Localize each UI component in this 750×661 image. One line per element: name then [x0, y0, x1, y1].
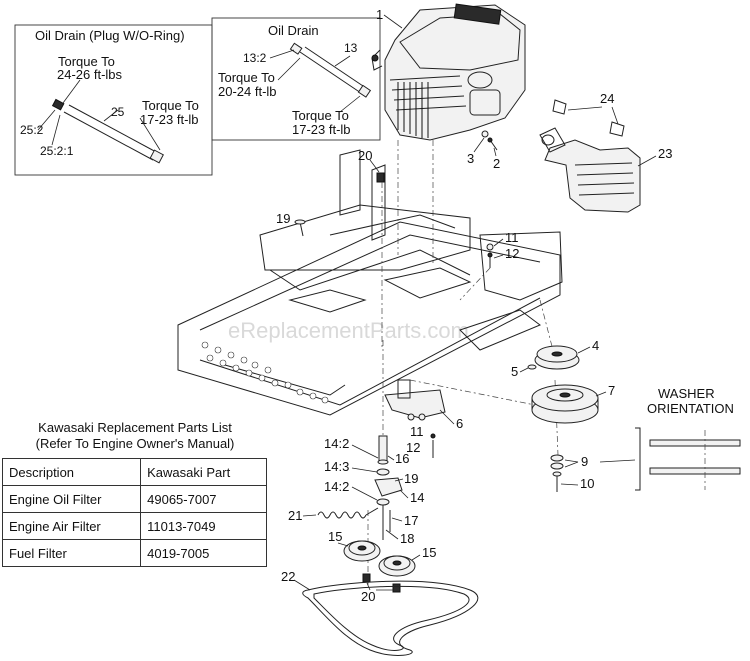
pulley-4-part [534, 345, 580, 370]
parts-list-title-line1: Kawasaki Replacement Parts List [38, 420, 232, 435]
washer-orientation-detail: WASHER ORIENTATION [599, 386, 741, 491]
column-header-description: Description [1, 458, 142, 486]
oil-drain-title: Oil Drain [268, 23, 319, 38]
callout-6: 6 [456, 416, 463, 431]
callout-13-2: 13:2 [243, 51, 267, 65]
row-part-number: 4019-7005 [140, 539, 267, 567]
callout-4: 4 [592, 338, 599, 353]
callout-21: 21 [288, 508, 302, 523]
frame-holes [201, 341, 329, 404]
callout-14-3: 14:3 [324, 459, 349, 474]
torque-top-label: Torque To [58, 54, 115, 69]
torque-right-label: Torque To [142, 98, 199, 113]
callout-2: 2 [493, 156, 500, 171]
row-part-number: 11013-7049 [140, 512, 267, 540]
callout-23: 23 [658, 146, 672, 161]
callout-19-top: 19 [276, 211, 290, 226]
callout-11-lower: 11 [410, 424, 424, 439]
callout-5: 5 [511, 364, 518, 379]
washer-orientation-line1: WASHER [658, 386, 715, 401]
callout-15-right: 15 [422, 545, 436, 560]
oil-drain-box: Oil Drain 13:2 13 Torque To 20-24 ft-lb … [211, 17, 381, 141]
callout-12-lower: 12 [406, 440, 420, 455]
drain-hose-part [51, 98, 164, 164]
bolts-11-12-lower [407, 413, 436, 458]
table-row: Engine Air Filter 11013-7049 [1, 512, 267, 540]
callout-20-top: 20 [358, 148, 372, 163]
table-row: Engine Oil Filter 49065-7007 [1, 485, 267, 513]
chassis-frame-part [177, 149, 563, 416]
washer-orientation-line2: ORIENTATION [647, 401, 734, 416]
callout-17: 17 [404, 513, 418, 528]
oil-drain-plug-box: Oil Drain (Plug W/O-Ring) Torque To 24-2… [14, 24, 213, 176]
washer-5-part [527, 364, 537, 370]
callout-3: 3 [467, 151, 474, 166]
callout-25-2: 25:2 [20, 123, 44, 137]
row-description: Engine Air Filter [1, 512, 142, 540]
bolt-20-lower-parts [362, 573, 401, 593]
callout-14: 14 [410, 490, 424, 505]
drive-belt-part [302, 580, 479, 656]
callout-18: 18 [400, 531, 414, 546]
kawasaki-parts-table: Description Kawasaki Part Engine Oil Fil… [1, 458, 267, 567]
callout-16: 16 [395, 451, 409, 466]
bolt-20-top-part [376, 172, 385, 183]
callout-25-2-1: 25:2:1 [40, 144, 74, 158]
engine-part [371, 3, 526, 141]
callout-19-lower: 19 [404, 471, 418, 486]
bolt-2-3-parts [481, 130, 498, 151]
row-part-number: 49065-7007 [140, 485, 267, 513]
callout-25: 25 [111, 105, 125, 119]
clutch-7-part [531, 384, 599, 424]
alignment-lines [367, 140, 561, 585]
callout-7: 7 [608, 383, 615, 398]
oil-drain-plug-title: Oil Drain (Plug W/O-Ring) [35, 28, 185, 43]
washer-bolt-9-10-parts [550, 454, 564, 492]
callout-14-2-bottom: 14:2 [324, 479, 349, 494]
callout-14-2-top: 14:2 [324, 436, 349, 451]
torque-left-label: Torque To [218, 70, 275, 85]
idler-pulley-right [378, 555, 416, 577]
callout-11-upper: 11 [505, 230, 519, 245]
muffler-part [539, 99, 641, 213]
callout-1: 1 [376, 7, 383, 22]
torque-bottom-label: Torque To [292, 108, 349, 123]
bracket-6-part [384, 379, 446, 419]
torque-top-value: 24-26 ft-lbs [57, 67, 123, 82]
table-header-row: Description Kawasaki Part [1, 458, 267, 486]
spring-21-part [317, 507, 379, 519]
parts-list-title: Kawasaki Replacement Parts List (Refer T… [0, 420, 270, 452]
torque-bottom-value: 17-23 ft-lb [292, 122, 351, 137]
callout-9: 9 [581, 454, 588, 469]
watermark: eReplacementParts.com [228, 318, 469, 343]
torque-left-value: 20-24 ft-lb [218, 84, 277, 99]
torque-right-value: 17-23 ft-lb [140, 112, 199, 127]
drain-tube-part [289, 42, 372, 98]
callout-15-left: 15 [328, 529, 342, 544]
parts-list-title-line2: (Refer To Engine Owner's Manual) [35, 436, 235, 451]
callout-10: 10 [580, 476, 594, 491]
callout-20-lower: 20 [361, 589, 375, 604]
row-description: Fuel Filter [1, 539, 142, 567]
callout-22: 22 [281, 569, 295, 584]
row-description: Engine Oil Filter [1, 485, 142, 513]
bolt-19-top-part [294, 219, 306, 237]
idler-arm-stack [374, 435, 403, 540]
table-row: Fuel Filter 4019-7005 [1, 539, 267, 567]
callout-13: 13 [344, 41, 358, 55]
callout-24: 24 [600, 91, 614, 106]
idler-pulley-left [343, 540, 381, 562]
callout-12-upper: 12 [505, 246, 519, 261]
column-header-part-number: Kawasaki Part [140, 458, 267, 486]
bolts-11-12-upper [486, 243, 494, 268]
engine-cooling-fins [397, 82, 429, 138]
